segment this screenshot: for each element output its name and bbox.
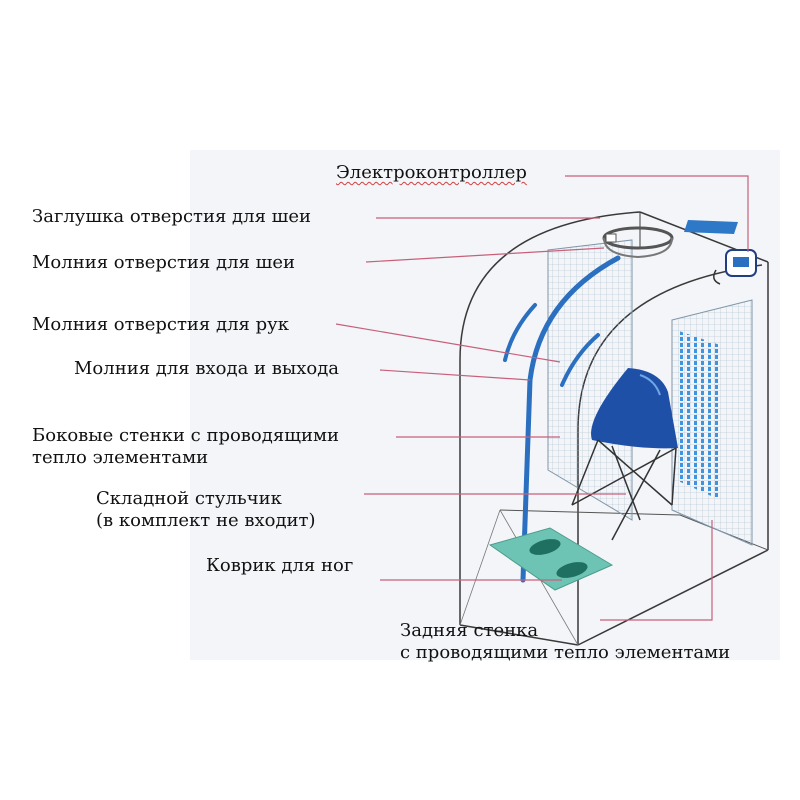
entry-zipper-icon [520, 255, 621, 583]
label-arm-opening-zipper: Молния отверстия для рук [32, 314, 289, 335]
label-back-heating-wall: Задняя стенка с проводящими тепло элемен… [400, 620, 730, 664]
label-folding-stool-line-2: (в комплект не входит) [96, 510, 316, 531]
label-neck-opening-plug: Заглушка отверстия для шеи [32, 206, 312, 227]
label-folding-stool: Складной стульчик (в комплект не входит) [96, 488, 316, 532]
label-back-heating-wall-line-1: Задняя стенка [400, 620, 539, 641]
leader-lines [335, 175, 749, 621]
arm-zipper-right-icon [560, 333, 600, 387]
label-back-heating-wall-line-2: с проводящими тепло элементами [400, 642, 731, 663]
electro-controller-icon [713, 249, 757, 285]
leader-line-back-wall [600, 520, 713, 621]
zippers [503, 255, 621, 583]
back-heating-wall [671, 299, 753, 546]
label-electro-controller: Электроконтроллер [336, 162, 527, 183]
label-folding-stool-line-1: Складной стульчик [96, 488, 282, 509]
label-entry-exit-zipper: Молния для входа и выхода [74, 358, 340, 379]
folding-stool-icon [571, 368, 678, 541]
neck-cover-tab-icon [684, 220, 738, 234]
label-side-heating-walls: Боковые стенки с проводящими тепло элеме… [32, 425, 339, 469]
label-foot-mat: Коврик для ног [206, 555, 354, 576]
label-side-heating-walls-line-2: тепло элементами [32, 447, 209, 468]
leader-line-controller [565, 175, 749, 252]
label-neck-opening-zipper: Молния отверстия для шеи [32, 252, 295, 273]
foot-mat-icon [488, 527, 614, 591]
neck-ring-icon [602, 226, 674, 259]
leader-line-arm-zip [335, 323, 561, 363]
arm-zipper-left-icon [503, 303, 537, 362]
leader-line-entry-zip [379, 369, 531, 381]
label-side-heating-walls-line-1: Боковые стенки с проводящими [32, 425, 339, 446]
leader-line-neck-zip [365, 247, 605, 263]
